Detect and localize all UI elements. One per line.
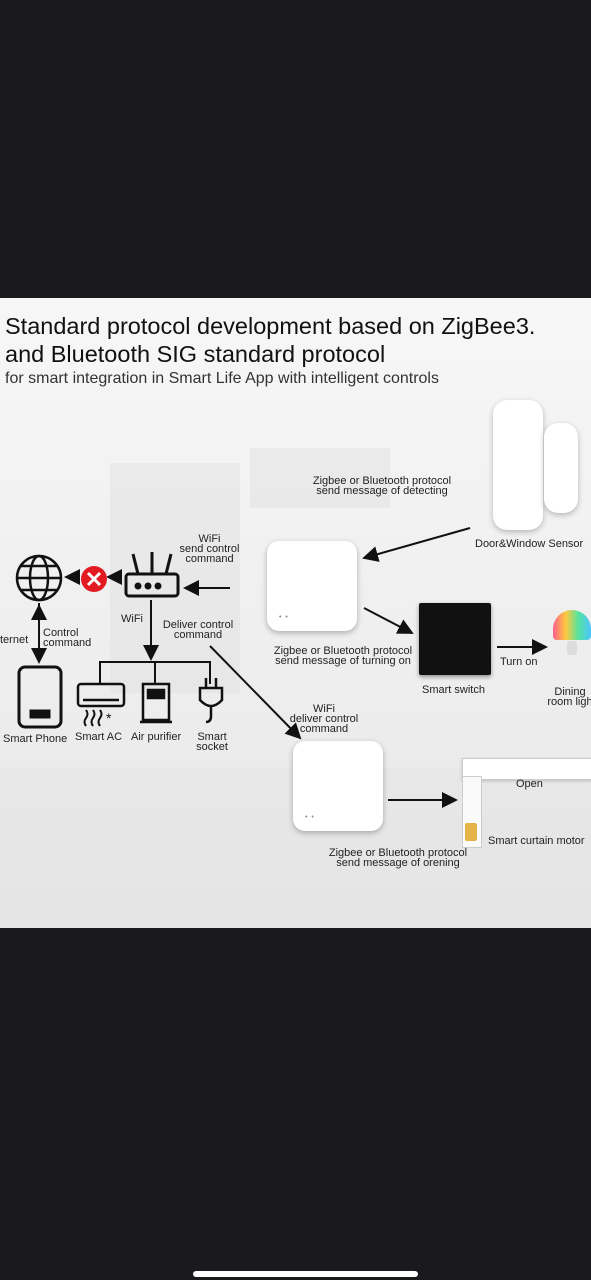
label-smart-ac: Smart AC (75, 731, 123, 743)
title-line-2: and Bluetooth SIG standard protocol (5, 341, 386, 367)
label-door-sensor: Door&Window Sensor (475, 538, 584, 550)
gateway-hub-top: • • (267, 541, 357, 631)
label-curtain-motor: Smart curtain motor (488, 835, 585, 847)
router-icon (124, 552, 180, 598)
arrow-sensor-to-hub (362, 527, 471, 562)
arrow-hub-to-switch (363, 607, 414, 634)
curtain-motor-cap (465, 823, 477, 841)
gateway-hub-bottom: • • (293, 741, 383, 831)
label-router-wifi: WiFi (121, 613, 143, 625)
air-conditioner-icon: * (76, 682, 126, 727)
arrow-router-to-lower-hub (209, 645, 302, 740)
label-open: Open (516, 778, 543, 790)
label-smart-phone: Smart Phone (3, 733, 68, 745)
page-subtitle: for smart integration in Smart Life App … (5, 370, 439, 387)
door-sensor-magnet (544, 423, 578, 513)
door-sensor-body (493, 400, 543, 530)
label-air-purifier: Air purifier (131, 731, 182, 743)
socket-icon (198, 678, 224, 724)
phone-icon (17, 665, 63, 729)
connection-lines: * (15, 527, 548, 808)
air-purifier-icon (140, 682, 172, 724)
background-shelf (250, 448, 390, 508)
svg-text:*: * (106, 710, 112, 726)
smart-bulb (553, 610, 591, 640)
blocked-icon (81, 566, 107, 592)
globe-icon (15, 554, 63, 602)
curtain-rail (462, 758, 591, 780)
diagram-panel: Standard protocol development based on Z… (0, 298, 591, 928)
title-line-1: Standard protocol development based on Z… (5, 313, 536, 339)
label-smart-switch: Smart switch (422, 684, 485, 696)
smart-bulb-base (567, 641, 577, 655)
home-indicator[interactable] (193, 1271, 418, 1277)
label-turn-on: Turn on (500, 656, 538, 668)
smart-switch-panel (419, 603, 491, 675)
page-title: Standard protocol development based on Z… (5, 312, 591, 368)
label-internet: ternet (0, 634, 29, 646)
